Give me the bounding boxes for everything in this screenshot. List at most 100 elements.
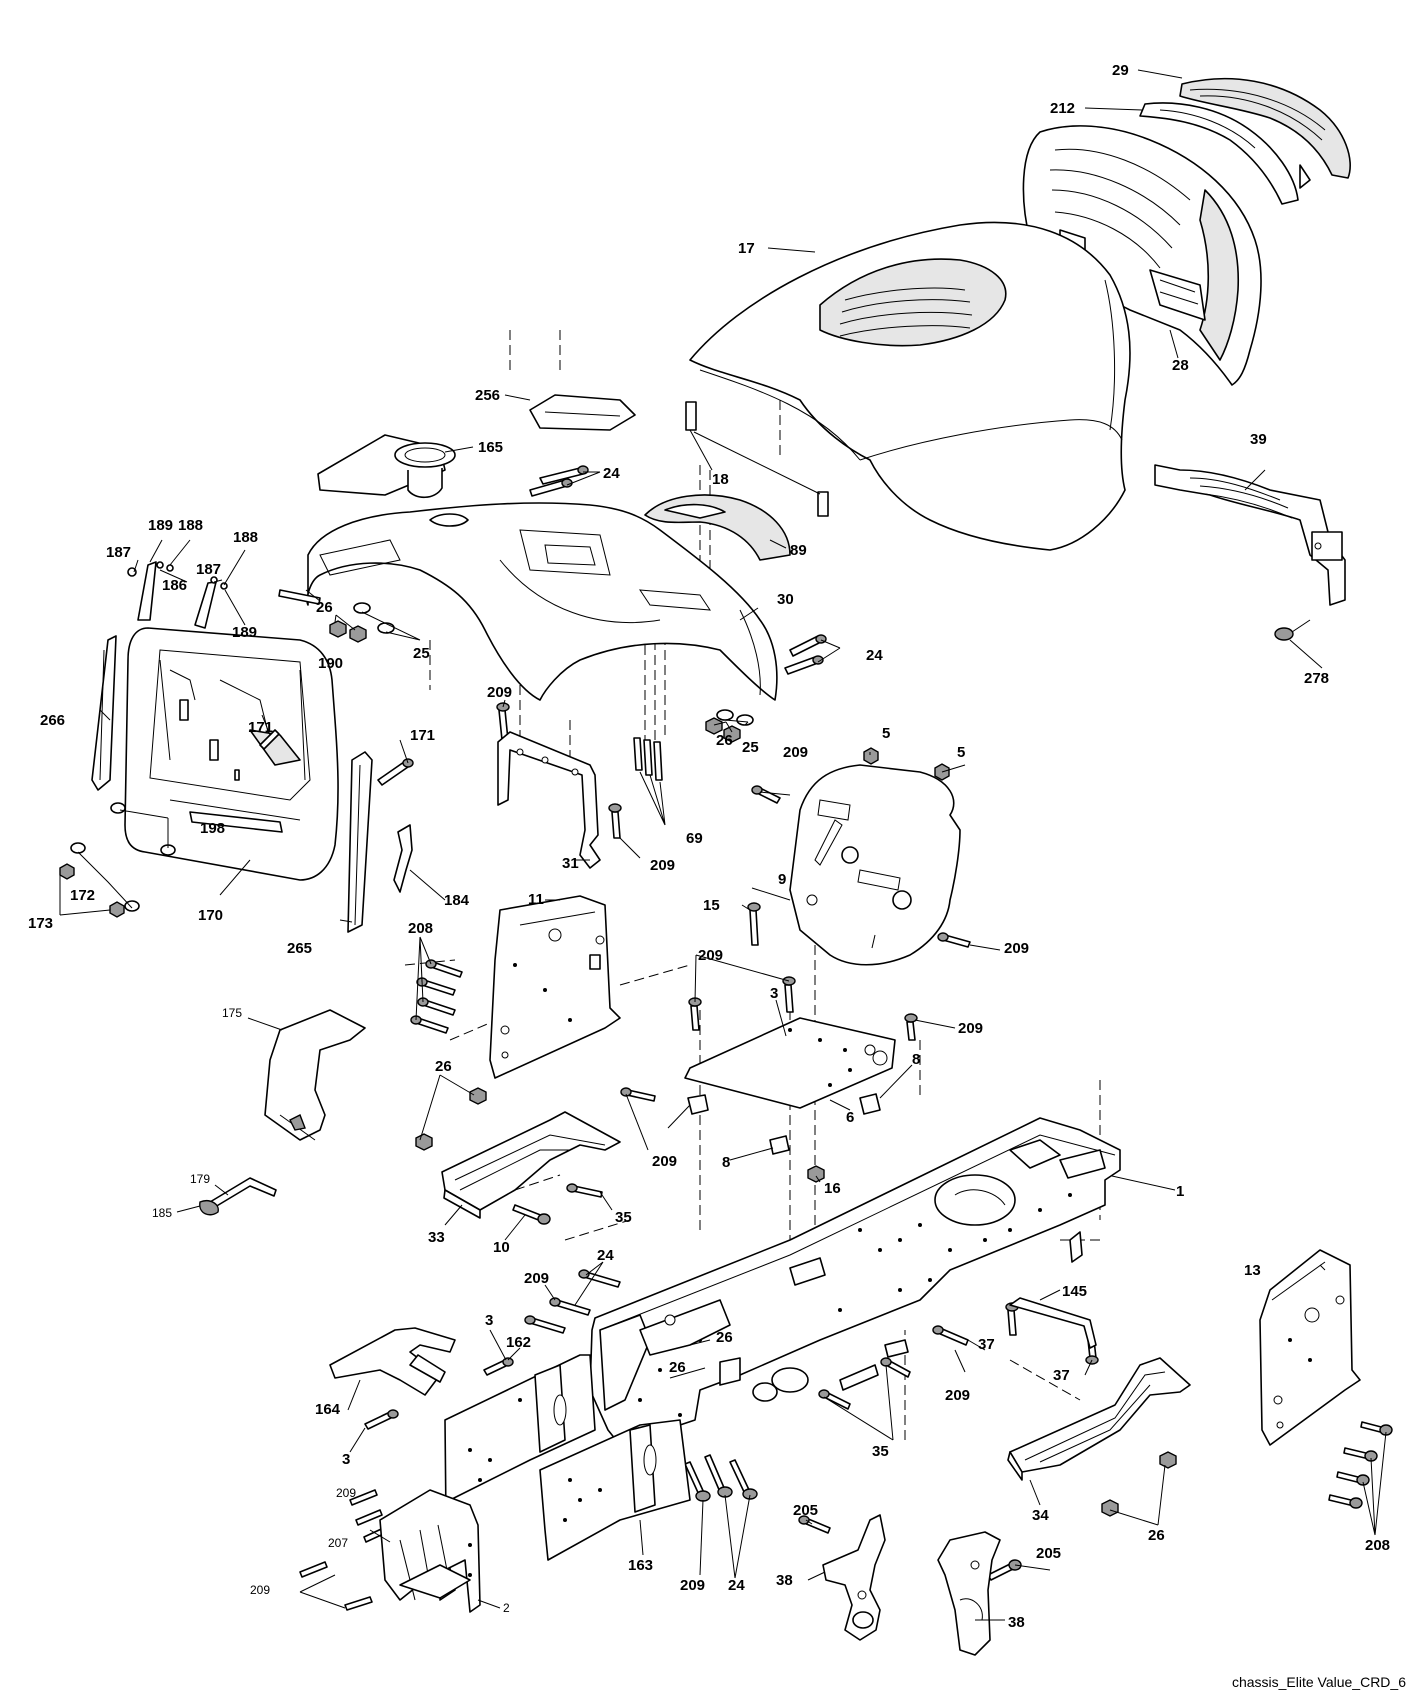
label-13: 13	[1244, 1262, 1261, 1279]
part-2-bracket	[379, 1489, 481, 1613]
label-38: 38	[776, 1572, 793, 1589]
label-209: 209	[524, 1270, 549, 1287]
label-186: 186	[162, 577, 187, 594]
label-39: 39	[1250, 431, 1267, 448]
label-185: 185	[152, 1206, 172, 1220]
label-16: 16	[824, 1180, 841, 1197]
label-208: 208	[408, 920, 433, 937]
label-26: 26	[316, 599, 333, 616]
label-26: 26	[716, 732, 733, 749]
label-10: 10	[493, 1239, 510, 1256]
label-205: 205	[1036, 1545, 1061, 1562]
part-170-dash-panel	[124, 627, 339, 881]
part-256-cover	[529, 394, 636, 431]
label-172: 172	[70, 887, 95, 904]
label-209: 209	[680, 1577, 705, 1594]
label-6: 6	[846, 1109, 854, 1126]
part-89-panel	[644, 494, 791, 561]
part-labels: 29 212 17 28 256 165 24 18 89 39 278 189…	[28, 62, 1390, 1631]
part-266-strip	[91, 635, 117, 791]
part-8-clips	[687, 1093, 881, 1155]
part-13-plate	[1259, 1249, 1361, 1446]
label-5: 5	[882, 725, 890, 742]
label-5: 5	[957, 744, 965, 761]
label-209: 209	[1004, 940, 1029, 957]
label-209: 209	[945, 1387, 970, 1404]
label-266: 266	[40, 712, 65, 729]
label-15: 15	[703, 897, 720, 914]
label-8: 8	[912, 1051, 920, 1068]
label-3: 3	[342, 1451, 350, 1468]
label-1: 1	[1176, 1183, 1184, 1200]
part-212-strip	[1139, 102, 1299, 205]
part-179-rod	[209, 1177, 277, 1208]
parts-186-189-levers	[127, 561, 228, 629]
label-8: 8	[722, 1154, 730, 1171]
part-11-plate	[489, 895, 621, 1079]
label-187: 187	[106, 544, 131, 561]
label-209: 209	[958, 1020, 983, 1037]
label-198: 198	[200, 820, 225, 837]
label-24: 24	[728, 1577, 745, 1594]
label-205: 205	[793, 1502, 818, 1519]
part-39-bracket	[1154, 464, 1346, 606]
label-265: 265	[287, 940, 312, 957]
part-185-knob	[199, 1200, 219, 1216]
label-37: 37	[1053, 1367, 1070, 1384]
label-25: 25	[742, 739, 759, 756]
label-278: 278	[1304, 670, 1329, 687]
label-26: 26	[716, 1329, 733, 1346]
label-3: 3	[485, 1312, 493, 1329]
part-18-spacers	[685, 401, 829, 517]
label-184: 184	[444, 892, 470, 909]
label-179: 179	[190, 1172, 210, 1186]
label-171: 171	[248, 719, 273, 736]
label-89: 89	[790, 542, 807, 559]
label-212: 212	[1050, 100, 1075, 117]
part-30-fender	[306, 502, 778, 701]
label-34: 34	[1032, 1507, 1049, 1524]
label-24: 24	[597, 1247, 614, 1264]
label-165: 165	[478, 439, 503, 456]
part-163-plate	[539, 1419, 691, 1561]
label-25: 25	[413, 645, 430, 662]
label-29: 29	[1112, 62, 1129, 79]
label-188: 188	[178, 517, 203, 534]
label-17: 17	[738, 240, 755, 257]
part-278-bolt	[1274, 619, 1311, 641]
label-209: 209	[698, 947, 723, 964]
label-187: 187	[196, 561, 221, 578]
label-189: 189	[232, 624, 257, 641]
label-190: 190	[318, 655, 343, 672]
label-209: 209	[250, 1583, 270, 1597]
label-175: 175	[222, 1006, 242, 1020]
label-37: 37	[978, 1336, 995, 1353]
label-18: 18	[712, 471, 729, 488]
label-28: 28	[1172, 357, 1189, 374]
label-24: 24	[603, 465, 620, 482]
label-35: 35	[615, 1209, 632, 1226]
label-26: 26	[1148, 1527, 1165, 1544]
part-145-rod	[1009, 1297, 1097, 1349]
part-17-hood	[689, 221, 1131, 551]
label-38: 38	[1008, 1614, 1025, 1631]
part-38-bracket-left	[822, 1514, 886, 1641]
label-9: 9	[778, 871, 786, 888]
label-3: 3	[770, 985, 778, 1002]
diagram-caption: chassis_Elite Value_CRD_6	[1231, 1674, 1406, 1690]
label-163: 163	[628, 1557, 653, 1574]
part-31-bracket	[497, 731, 601, 869]
part-184-clip	[393, 824, 413, 893]
label-170: 170	[198, 907, 223, 924]
fasteners	[59, 465, 1393, 1611]
part-9-panel	[789, 764, 961, 966]
part-265-strip	[347, 751, 373, 933]
label-30: 30	[777, 591, 794, 608]
part-34-footrest	[1007, 1357, 1191, 1481]
label-69: 69	[686, 830, 703, 847]
label-11: 11	[528, 891, 544, 908]
part-29-trim	[1179, 77, 1351, 189]
label-208: 208	[1365, 1537, 1390, 1554]
label-209: 209	[783, 744, 808, 761]
